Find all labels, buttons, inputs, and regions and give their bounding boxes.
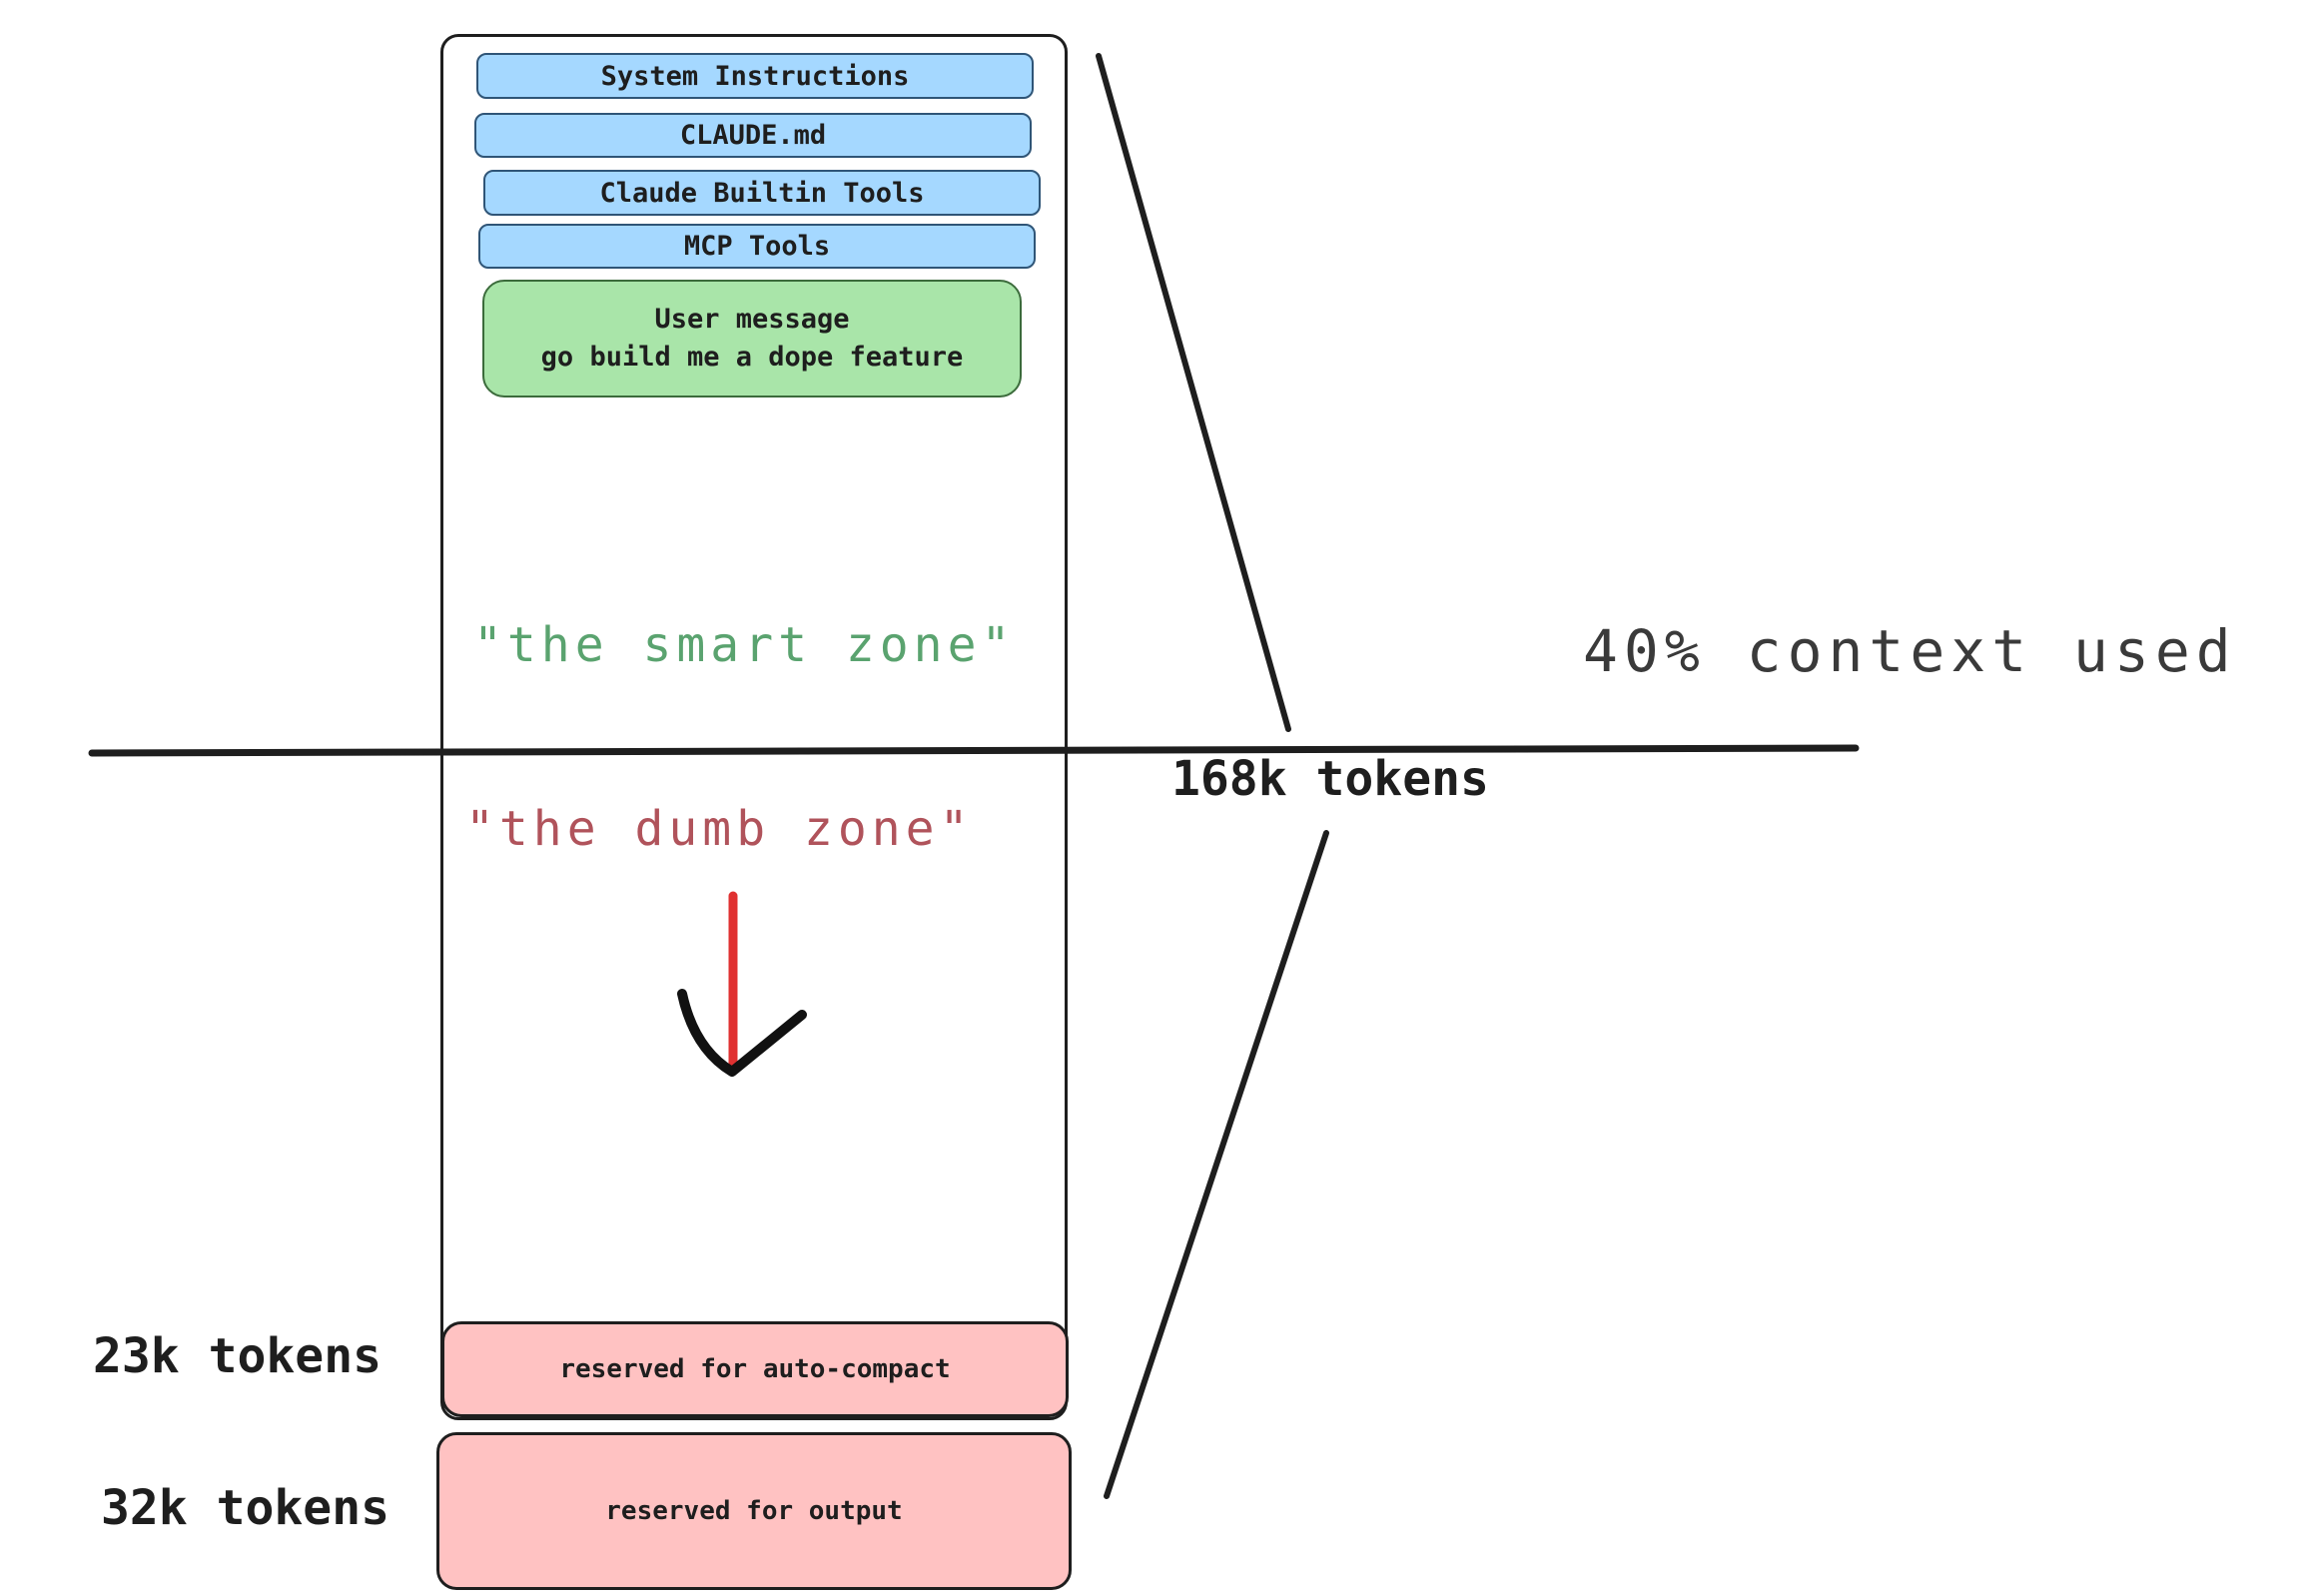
builtin-tools-block: Claude Builtin Tools: [483, 170, 1041, 216]
system-instructions-block: System Instructions: [476, 53, 1034, 99]
user-message-title: User message: [654, 304, 850, 335]
bracket-lower-line: [1104, 830, 1329, 1499]
context-window-frame: [440, 34, 1068, 1420]
user-message-body: go build me a dope feature: [540, 342, 964, 373]
user-message-block: User message go build me a dope feature: [482, 280, 1022, 398]
down-arrow-icon: [677, 891, 807, 1077]
bracket-upper-line: [1096, 53, 1291, 732]
claude-md-block: CLAUDE.md: [474, 113, 1032, 158]
threshold-tokens-label: 168k tokens: [1171, 751, 1489, 807]
zone-divider-line: [88, 744, 1860, 757]
dumb-zone-label: "the dumb zone": [465, 801, 974, 857]
auto-compact-reserved-block: reserved for auto-compact: [441, 1321, 1069, 1417]
context-used-label: 40% context used: [1583, 617, 2237, 685]
auto-compact-tokens-label: 23k tokens: [93, 1328, 382, 1384]
output-reserved-block: reserved for output: [436, 1432, 1072, 1590]
mcp-tools-block: MCP Tools: [478, 224, 1036, 269]
output-tokens-label: 32k tokens: [101, 1480, 389, 1536]
smart-zone-label: "the smart zone": [473, 617, 1016, 673]
